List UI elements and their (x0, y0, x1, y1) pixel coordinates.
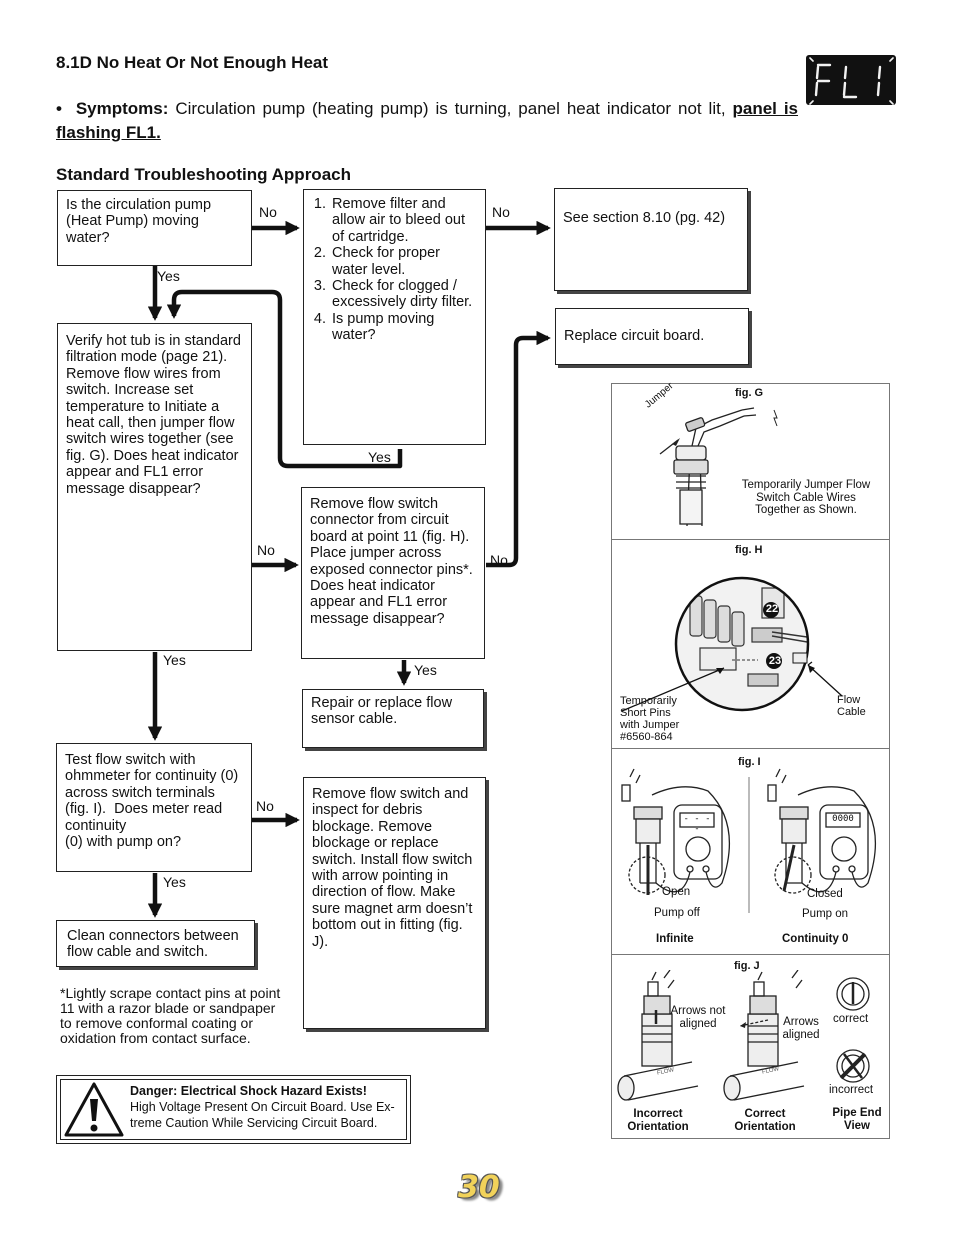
meter-reading-open: - - - - (683, 814, 711, 834)
fig-h-caption: fig. H (735, 544, 763, 556)
fig-h-illustration (621, 576, 843, 712)
no-label: No (256, 798, 274, 814)
fl1-display-graphic (809, 57, 894, 105)
danger-frame (60, 1079, 407, 1140)
incorrect-label: incorrect (829, 1084, 874, 1096)
bullet: • (56, 99, 62, 118)
box-remove-connector: Remove flow switch connector from circui… (301, 487, 485, 659)
open-label: Open (662, 886, 691, 898)
box-repair-cable: Repair or replace flow sensor cable. (302, 689, 484, 748)
danger-text: Danger: Electrical Shock Hazard Exists! … (130, 1084, 406, 1131)
yes-label: Yes (368, 449, 391, 465)
figure-divider (611, 954, 890, 955)
pipe-end-view-label: Pipe End View (832, 1107, 882, 1132)
correct-orientation-label: Correct Orientation (734, 1108, 796, 1133)
arrows-aligned-label: Arrows aligned (782, 1016, 820, 1041)
box-pump-question: Is the circulation pump (Heat Pump) movi… (57, 190, 252, 266)
pump-on-label: Pump on (802, 908, 849, 920)
no-label: No (257, 542, 275, 558)
pin-22-label: 22 (765, 603, 779, 615)
fig-g-note: Temporarily Jumper Flow Switch Cable Wir… (741, 479, 871, 516)
symptoms-label: Symptoms: (75, 99, 169, 118)
fig-j-caption: fig. J (734, 960, 760, 972)
inspect-switch-text: Remove flow switch and inspect for debri… (312, 786, 473, 950)
yes-label: Yes (414, 662, 437, 678)
figure-divider (611, 539, 890, 540)
yes-label: Yes (163, 652, 186, 668)
correct-label: correct (833, 1013, 869, 1025)
verify-text: Verify hot tub is in standard filtration… (66, 333, 241, 497)
no-label: No (492, 204, 510, 220)
symptoms-paragraph: • Symptoms: Circulation pump (heating pu… (56, 97, 798, 145)
step-item: Check for proper water level. (330, 245, 477, 278)
test-switch-text: Test flow switch with ohmmeter for conti… (65, 752, 239, 851)
infinite-label: Infinite (656, 933, 694, 945)
approach-title: Standard Troubleshooting Approach (56, 165, 351, 184)
pump-off-label: Pump off (654, 907, 700, 919)
fig-g-caption: fig. G (735, 387, 764, 399)
danger-warning: Danger: Electrical Shock Hazard Exists! … (56, 1075, 411, 1144)
box-see-section: See section 8.10 (pg. 42) (554, 188, 748, 291)
fl1-display (806, 55, 896, 105)
symptoms-emphasis: panel is flashing FL1. (56, 99, 799, 142)
no-label: No (490, 552, 508, 568)
danger-title: Danger: Electrical Shock Hazard Exists! (130, 1084, 367, 1098)
box-inspect-switch: Remove flow switch and inspect for debri… (303, 777, 486, 1029)
step-item: Is pump moving water? (330, 311, 477, 344)
step-item: Remove filter and allow air to bleed out… (330, 196, 477, 245)
pump-question-text: Is the circulation pump (Heat Pump) movi… (66, 197, 212, 246)
fig-j-illustration (617, 970, 870, 1101)
symptoms-text: Circulation pump (heating pump) is turni… (168, 99, 733, 118)
box-verify-filtration: Verify hot tub is in standard filtration… (57, 323, 252, 651)
filter-steps-list: Remove filter and allow air to bleed out… (309, 196, 477, 344)
danger-body: High Voltage Present On Circuit Board. U… (130, 1099, 395, 1130)
step-item: Check for clogged / excessively dirty fi… (330, 278, 477, 311)
section-title: 8.1D No Heat Or Not Enough Heat (56, 53, 329, 72)
box-clean-connectors: Clean connectors between flow cable and … (56, 920, 255, 967)
meter-reading-closed: 0000 (832, 814, 854, 824)
arrows-not-aligned-label: Arrows not aligned (670, 1005, 726, 1030)
short-pins-label: Temporarily Short Pins with Jumper #6560… (620, 695, 680, 743)
fig-i-illustration (621, 768, 877, 913)
remove-connector-text: Remove flow switch connector from circui… (310, 496, 473, 627)
flow-cable-label: Flow Cable (837, 694, 866, 718)
fig-i-caption: fig. I (738, 756, 761, 768)
figure-divider (611, 748, 890, 749)
replace-board-text: Replace circuit board. (564, 328, 705, 344)
page-number: 30 (458, 1170, 500, 1205)
yes-label: Yes (163, 874, 186, 890)
yes-label: Yes (157, 268, 180, 284)
footnote: *Lightly scrape contact pins at point 11… (60, 985, 281, 1046)
pin-23-label: 23 (768, 655, 782, 667)
incorrect-orientation-label: Incorrect Orientation (627, 1108, 689, 1133)
box-filter-steps: Remove filter and allow air to bleed out… (303, 189, 486, 445)
fig-g-illustration (659, 407, 778, 527)
box-replace-board: Replace circuit board. (555, 308, 749, 365)
box-test-switch: Test flow switch with ohmmeter for conti… (56, 743, 252, 872)
repair-cable-text: Repair or replace flow sensor cable. (311, 695, 453, 728)
no-label: No (259, 204, 277, 220)
see-section-text: See section 8.10 (pg. 42) (563, 210, 726, 226)
clean-connectors-text: Clean connectors between flow cable and … (67, 928, 239, 961)
continuity-label: Continuity 0 (782, 933, 849, 945)
closed-label: Closed (807, 888, 843, 900)
warning-triangle-icon (64, 1082, 124, 1137)
